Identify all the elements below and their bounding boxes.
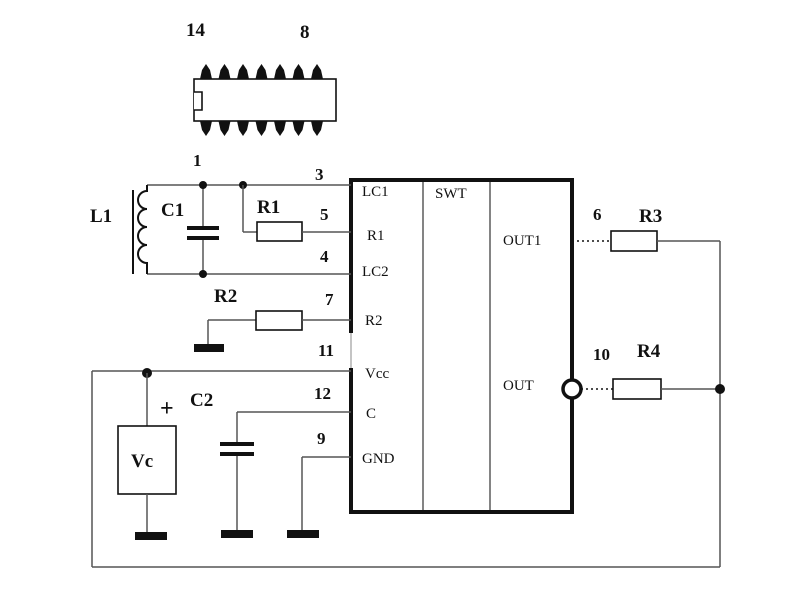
ic-internal-label: SWT (435, 186, 467, 202)
pin-7-number: 7 (325, 290, 334, 309)
pin-9-number: 9 (317, 429, 326, 448)
pin-lc1-label: LC1 (362, 184, 389, 200)
capacitor-c2-label: C2 (190, 390, 213, 411)
package-top-pin (237, 64, 249, 79)
capacitor-c1-label: C1 (161, 200, 184, 221)
c2-polarity-mark: + (160, 396, 174, 422)
pin-r2-label: R2 (365, 313, 383, 329)
package-top-pins (200, 64, 323, 79)
pin-out1-label: OUT1 (503, 233, 541, 249)
resistor-r1 (256, 221, 303, 242)
inductor-l1-coil (137, 185, 148, 274)
pin-r1-label: R1 (367, 228, 385, 244)
resistor-r4 (612, 378, 662, 400)
package-bottom-pin (311, 121, 323, 136)
package-top-pin (218, 64, 231, 79)
resistor-r3-label: R3 (639, 206, 662, 227)
pin-3-number: 3 (315, 165, 324, 184)
resistor-r1-label: R1 (257, 197, 280, 218)
c2-branch: + C2 (160, 390, 351, 538)
pin-10-number: 10 (593, 345, 610, 364)
package-bottom-pin (218, 121, 231, 136)
pin-out-label: OUT (503, 378, 534, 394)
pin-lc2-label: LC2 (362, 264, 389, 280)
package-notch (194, 91, 203, 111)
resistor-r4-label: R4 (637, 341, 661, 362)
gnd-branch (287, 456, 351, 538)
junction-c1-bottom (199, 270, 207, 278)
package-top-pin (292, 64, 305, 79)
supply-loop: Vc (91, 241, 721, 568)
package-top-pin (200, 64, 212, 79)
pin-12-number: 12 (314, 384, 331, 403)
pin-c-label: C (366, 406, 376, 422)
package-bottom-pin (255, 121, 268, 136)
junction-c1-top (199, 181, 207, 189)
output-branch: R3 R4 (561, 206, 725, 400)
pin-5-number: 5 (320, 205, 329, 224)
package-top-pin (311, 64, 323, 79)
ground-gnd (287, 530, 319, 538)
ic-package: 14 8 (186, 20, 337, 136)
inductor-l1-label: L1 (90, 206, 112, 227)
ground-vc (135, 532, 167, 540)
r2-branch: R2 (194, 286, 351, 352)
package-top-pin (274, 64, 286, 79)
resistor-r3 (610, 230, 658, 252)
pin-6-number: 6 (593, 205, 602, 224)
package-bottom-pins (200, 121, 323, 136)
package-body (193, 78, 337, 122)
package-bottom-pin (274, 121, 286, 136)
lc-tank: L1 C1 R1 (90, 181, 351, 278)
voltage-source-vc (117, 425, 177, 495)
node-1-number: 1 (193, 151, 202, 170)
resistor-r2 (255, 310, 303, 331)
ic-outline (349, 178, 574, 514)
package-pin-14-label: 14 (186, 20, 206, 41)
package-top-pin (255, 64, 268, 79)
pin-vcc-label: Vcc (365, 366, 389, 382)
pin-11-number: 11 (318, 341, 334, 360)
out-terminal (561, 378, 583, 400)
ground-c2 (221, 530, 253, 538)
junction-output (715, 384, 725, 394)
package-bottom-pin (200, 121, 212, 136)
package-bottom-pin (237, 121, 249, 136)
package-bottom-pin (292, 121, 305, 136)
ic-block: SWT LC1 R1 LC2 R2 Vcc C GND OUT1 OUT (347, 178, 574, 514)
resistor-r2-label: R2 (214, 286, 237, 307)
voltage-source-vc-label: Vc (131, 451, 153, 472)
pin-4-number: 4 (320, 247, 329, 266)
ground-r2 (194, 344, 224, 352)
package-pin-8-label: 8 (300, 22, 310, 43)
pin-gnd-label: GND (362, 451, 395, 467)
